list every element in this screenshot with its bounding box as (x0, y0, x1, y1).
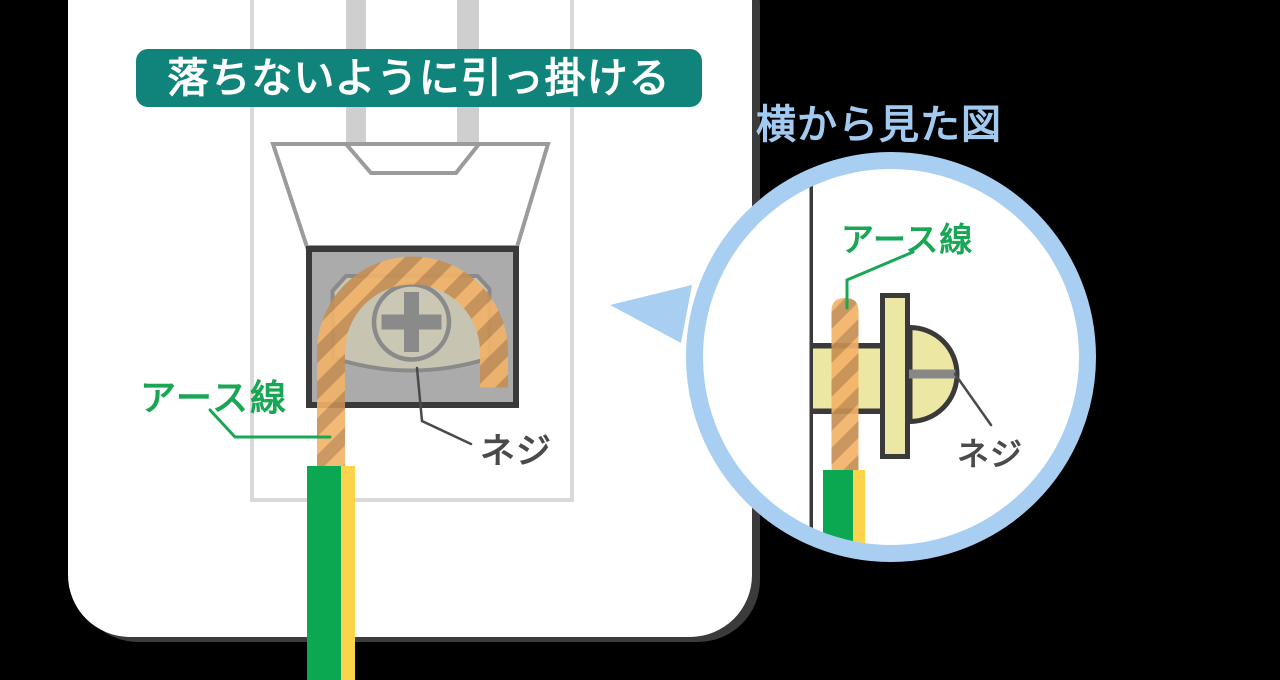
earth-wire-sheath-yellow-front (341, 466, 355, 680)
screw-label-side: ネジ (957, 436, 1024, 472)
callout-tail-icon (610, 285, 692, 343)
instruction-banner-text: 落ちないように引っ掛ける (167, 55, 671, 101)
earth-wire-sheath-yellow-side (853, 470, 865, 545)
outlet-body-outline (250, 0, 574, 502)
outlet-surface-line (809, 169, 813, 545)
earth-wire-leader-line-side (845, 250, 915, 310)
earth-wire-side (831, 298, 859, 471)
clamp-plate-side (880, 293, 910, 459)
side-view-title: 横から見た図 (756, 103, 1002, 147)
earth-wire-sheath-green-side (823, 470, 853, 545)
earth-wire-sheath-green-front (307, 466, 341, 680)
side-view-drawing (809, 169, 993, 545)
earth-wire-label-front: アース線 (140, 377, 289, 418)
screw-leader-line-side (953, 372, 993, 427)
instruction-banner: 落ちないように引っ掛ける (136, 49, 702, 107)
earth-wire-label-side: アース線 (841, 221, 974, 258)
side-view-callout: アース線 ネジ (686, 152, 1096, 562)
screw-label-front: ネジ (480, 432, 553, 471)
screw-slot-icon (909, 369, 956, 379)
